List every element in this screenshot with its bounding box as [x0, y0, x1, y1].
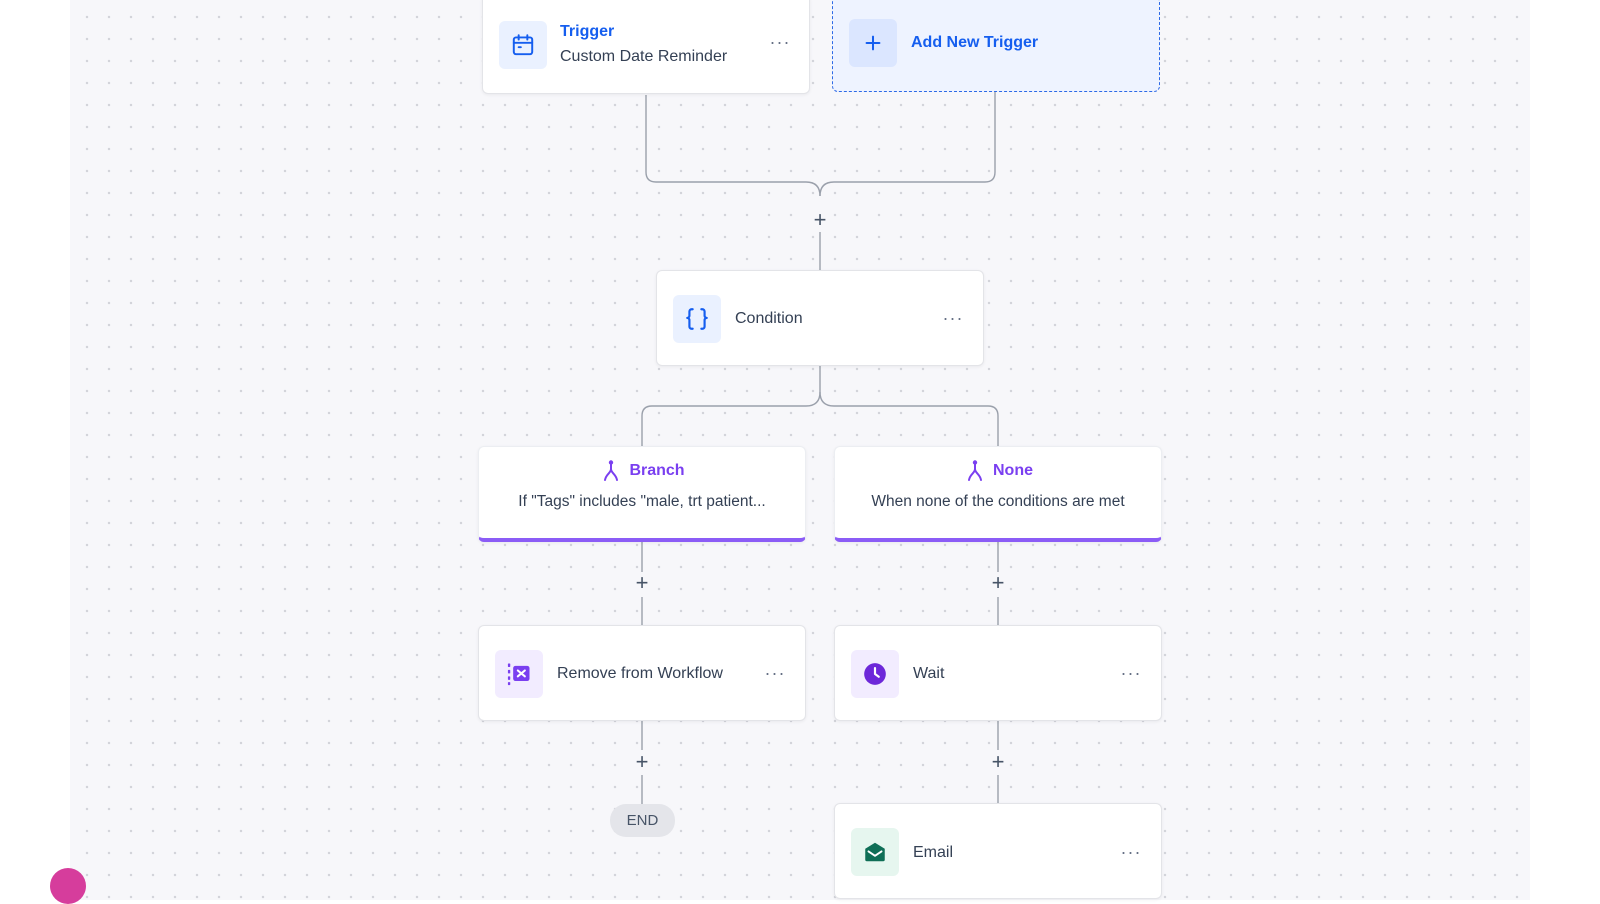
curly-braces-icon — [673, 295, 721, 343]
add-new-trigger-label: Add New Trigger — [911, 34, 1039, 51]
condition-node[interactable]: Condition ··· — [656, 270, 984, 366]
wait-more-button[interactable]: ··· — [1120, 663, 1142, 683]
none-branch-title: None — [993, 462, 1033, 479]
none-branch-card[interactable]: None When none of the conditions are met — [834, 446, 1162, 542]
email-icon — [851, 828, 899, 876]
email-node[interactable]: Email ··· — [834, 803, 1162, 899]
wait-label: Wait — [913, 665, 945, 682]
branch-fork-icon — [604, 460, 619, 481]
trigger-title: Trigger — [560, 23, 615, 40]
none-branch-description: When none of the conditions are met — [871, 493, 1125, 510]
trigger-node[interactable]: Trigger Custom Date Reminder ··· — [482, 0, 810, 94]
remove-from-workflow-node[interactable]: Remove from Workflow ··· — [478, 625, 806, 721]
branch-fork-icon — [968, 460, 982, 481]
add-new-trigger-button[interactable]: Add New Trigger — [832, 0, 1160, 92]
trigger-subtitle: Custom Date Reminder — [560, 48, 728, 65]
add-step-button[interactable]: + — [809, 209, 831, 231]
condition-label: Condition — [735, 310, 803, 327]
trigger-more-button[interactable]: ··· — [769, 32, 791, 52]
email-label: Email — [913, 844, 954, 861]
add-step-button[interactable]: + — [631, 572, 653, 594]
email-more-button[interactable]: ··· — [1120, 842, 1142, 862]
remove-from-workflow-icon — [495, 650, 543, 698]
condition-more-button[interactable]: ··· — [942, 308, 964, 328]
plus-icon — [849, 19, 897, 67]
add-step-button[interactable]: + — [987, 751, 1009, 773]
add-step-button[interactable]: + — [987, 572, 1009, 594]
branch-card[interactable]: Branch If "Tags" includes "male, trt pat… — [478, 446, 806, 542]
branch-title: Branch — [629, 462, 685, 479]
calendar-icon — [499, 21, 547, 69]
add-step-button[interactable]: + — [631, 751, 653, 773]
remove-from-workflow-more-button[interactable]: ··· — [764, 663, 786, 683]
remove-from-workflow-label: Remove from Workflow — [557, 665, 723, 682]
clock-icon — [851, 650, 899, 698]
branch-description: If "Tags" includes "male, trt patient... — [518, 493, 766, 510]
end-marker: END — [610, 804, 675, 837]
wait-node[interactable]: Wait ··· — [834, 625, 1162, 721]
floating-help-button[interactable] — [50, 868, 86, 904]
